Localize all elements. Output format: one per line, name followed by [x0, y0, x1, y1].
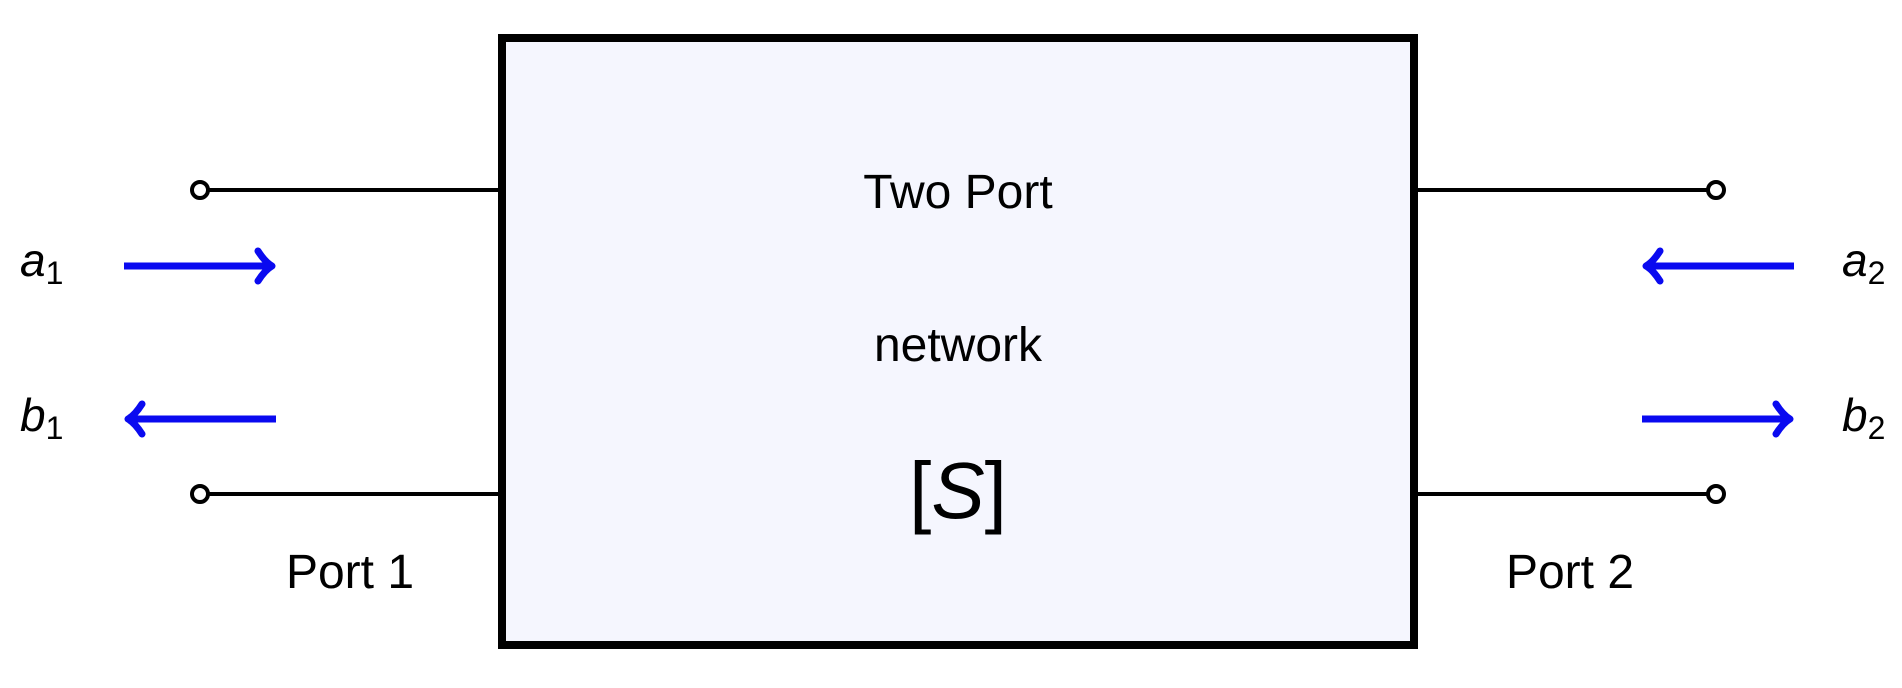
network-title-line2: network	[874, 319, 1043, 372]
b2-arrow-right-icon	[1642, 400, 1794, 438]
port1-label: Port 1	[286, 546, 414, 599]
s-matrix-label: [S]	[909, 446, 1007, 535]
a1-label: a1	[20, 234, 63, 291]
b1-label: b1	[20, 389, 63, 446]
port1-top-terminal-icon	[190, 180, 210, 200]
network-title-line1: Two Port	[863, 166, 1052, 219]
s-matrix-close-bracket: ]	[985, 446, 1007, 535]
network-box	[498, 34, 1418, 649]
port2-bottom-terminal-icon	[1706, 484, 1726, 504]
a2-arrow-left-icon	[1642, 247, 1794, 285]
s-matrix-symbol: S	[931, 446, 984, 535]
b2-label: b2	[1842, 389, 1885, 446]
a1-arrow-right-icon	[124, 247, 276, 285]
port2-label: Port 2	[1506, 546, 1634, 599]
b1-arrow-left-icon	[124, 400, 276, 438]
port1-bottom-terminal-icon	[190, 484, 210, 504]
a2-label: a2	[1842, 234, 1885, 291]
port2-top-terminal-icon	[1706, 180, 1726, 200]
s-matrix-open-bracket: [	[909, 446, 931, 535]
